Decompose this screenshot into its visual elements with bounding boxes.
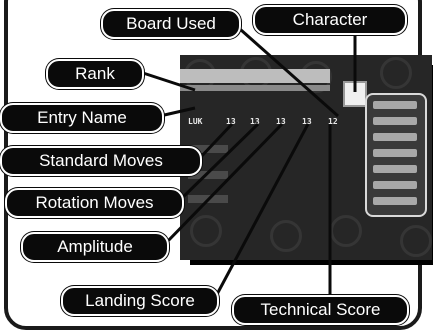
- landing-score-value: 13: [302, 117, 312, 126]
- amplitude-value: 13: [276, 117, 286, 126]
- rank-bar: [180, 69, 330, 83]
- landing-score-leader-line: [213, 123, 310, 299]
- board-bar: [180, 85, 330, 91]
- board-used-label: Board Used: [101, 9, 241, 39]
- technical-score-label: Technical Score: [232, 295, 409, 325]
- background-pattern: [190, 215, 222, 247]
- entry-name-leader-line: [159, 106, 196, 118]
- background-pattern: [270, 220, 302, 252]
- standard-moves-label: Standard Moves: [0, 146, 202, 176]
- background-pattern: [400, 225, 432, 257]
- side-menu: [365, 93, 427, 217]
- entry-name-value: LUK: [188, 117, 203, 126]
- standard-moves-leader-line: [196, 122, 234, 162]
- menu-item: [373, 149, 417, 157]
- menu-item: [373, 133, 417, 141]
- rotation-moves-label: Rotation Moves: [5, 188, 184, 218]
- board-used-leader-line: [231, 20, 339, 118]
- character-portrait: [343, 81, 367, 107]
- entry-row: [188, 171, 228, 179]
- game-screenshot: LUK 13 13 13 13 12: [180, 55, 432, 260]
- character-label: Character: [253, 5, 407, 35]
- entry-name-label: Entry Name: [0, 103, 164, 133]
- amplitude-label: Amplitude: [21, 232, 169, 262]
- technical-score-value: 12: [328, 117, 338, 126]
- landing-score-label: Landing Score: [61, 286, 219, 316]
- menu-item: [373, 165, 417, 173]
- menu-item: [373, 117, 417, 125]
- rotation-moves-value: 13: [250, 117, 260, 126]
- amplitude-leader-line: [163, 122, 284, 246]
- menu-item: [373, 101, 417, 109]
- background-pattern: [380, 57, 412, 89]
- rotation-moves-leader-line: [178, 122, 260, 202]
- standard-moves-value: 13: [226, 117, 236, 126]
- menu-item: [373, 181, 417, 189]
- rank-label: Rank: [46, 59, 144, 89]
- score-row: LUK 13 13 13 13 12: [188, 117, 353, 129]
- menu-item: [373, 197, 417, 205]
- rank-leader-line: [139, 70, 196, 92]
